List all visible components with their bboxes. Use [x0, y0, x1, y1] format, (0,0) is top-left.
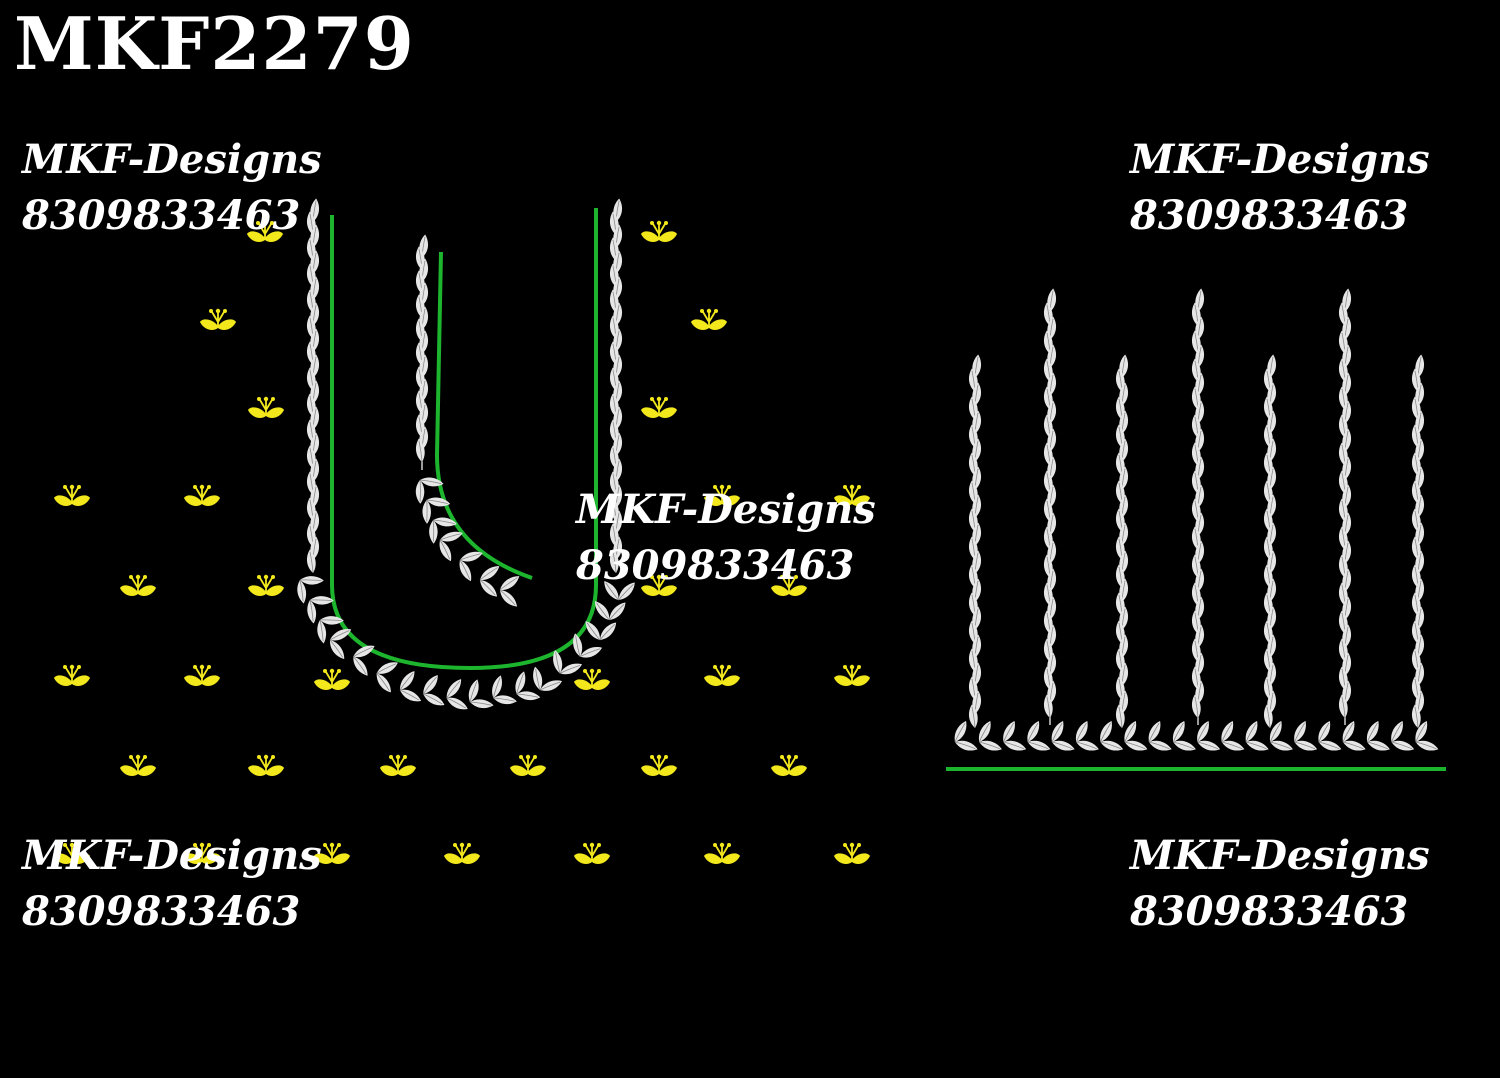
watermark-phone: 8309833463: [576, 542, 855, 589]
leaf-icon: [439, 529, 464, 544]
leaf-icon: [1037, 693, 1059, 719]
watermark-phone: 8309833463: [22, 192, 301, 239]
leaf-icon: [1257, 703, 1279, 729]
leaf-icon: [418, 674, 444, 696]
leaf-icon: [1239, 720, 1264, 744]
leaf-icon: [1384, 720, 1410, 744]
yellow-flower-motif-icon: [703, 663, 741, 687]
leaf-icon: [394, 670, 420, 692]
leaf-icon: [409, 437, 431, 463]
leaf-icon: [1185, 693, 1207, 719]
watermark-bottom-right: MKF-Designs 8309833463: [1130, 836, 1430, 932]
leaf-icon: [438, 538, 452, 563]
leaf-icon: [375, 670, 392, 696]
leaf-icon: [584, 618, 602, 643]
leaf-icon: [1312, 720, 1337, 744]
outer-neckline: [330, 208, 598, 671]
leaf-icon: [579, 646, 603, 659]
yellow-flower-motif-icon: [119, 573, 157, 597]
leaf-icon: [948, 720, 973, 744]
leaf-icon: [300, 548, 322, 574]
yellow-flower-motif-icon: [183, 663, 221, 687]
yellow-flower-motif-icon: [640, 753, 678, 777]
leaf-icon: [1336, 720, 1361, 744]
watermark-top-right: MKF-Designs 8309833463: [1130, 140, 1430, 236]
watermark-top-left: MKF-Designs 8309833463: [22, 140, 322, 236]
leaf-icon: [1142, 720, 1167, 744]
inner-neckline: [434, 251, 533, 580]
leaf-icon: [508, 670, 532, 695]
yellow-flower-motif-icon: [119, 753, 157, 777]
leaf-icon: [1409, 720, 1434, 744]
leaf-icon: [352, 653, 369, 679]
yellow-flower-motif-icon: [690, 307, 728, 331]
leaf-vines: [293, 197, 1440, 758]
leaf-icon: [1215, 720, 1240, 744]
yellow-flower-motif-icon: [313, 667, 351, 691]
yellow-flower-motif-icon: [247, 395, 285, 419]
leaf-icon: [485, 674, 509, 699]
design-code: MKF2279: [14, 1, 415, 86]
watermark-name: MKF-Designs: [1130, 136, 1430, 183]
leaf-icon: [459, 549, 484, 564]
leaf-icon: [996, 720, 1022, 744]
leaf-icon: [1069, 720, 1095, 744]
leaf-icon: [328, 637, 346, 662]
yellow-flower-motif-icon: [443, 841, 481, 865]
leaf-icon: [375, 661, 400, 675]
leaf-icon: [593, 598, 611, 623]
yellow-flower-motif-icon: [833, 663, 871, 687]
leaf-icon: [458, 558, 472, 583]
watermark-phone: 8309833463: [1130, 888, 1409, 935]
yellow-flower-motif-icon: [573, 667, 611, 691]
leaf-icon: [1190, 720, 1216, 744]
yellow-flower-motif-icon: [379, 753, 417, 777]
watermark-name: MKF-Designs: [22, 832, 322, 879]
watermark-name: MKF-Designs: [22, 136, 322, 183]
leaf-icon: [441, 678, 467, 700]
yellow-flower-motif-icon: [770, 753, 808, 777]
yellow-flower-motif-icon: [573, 841, 611, 865]
yellow-flower-motif-icon: [247, 753, 285, 777]
yellow-flower-motif-icon: [183, 483, 221, 507]
leaf-icon: [1360, 720, 1386, 744]
watermark-center: MKF-Designs 8309833463: [576, 490, 876, 586]
yellow-flower-motif-icon: [833, 841, 871, 865]
leaf-icon: [1021, 720, 1046, 744]
yellow-flower-motif-icon: [53, 483, 91, 507]
leaf-icon: [559, 663, 583, 675]
leaf-icon: [1109, 703, 1131, 729]
watermark-name: MKF-Designs: [576, 486, 876, 533]
yellow-flower-motif-icon: [509, 753, 547, 777]
watermark-name: MKF-Designs: [1130, 832, 1430, 879]
leaf-icon: [1093, 720, 1119, 744]
yellow-flower-motif-icon: [53, 663, 91, 687]
yellow-flower-motif-icon: [640, 395, 678, 419]
leaf-icon: [477, 565, 503, 582]
leaf-icon: [462, 678, 486, 703]
leaf-icon: [497, 575, 523, 592]
yellow-flower-motif-icon: [247, 573, 285, 597]
yellow-flower-motif-icon: [199, 307, 237, 331]
leaf-icon: [1332, 693, 1354, 719]
leaf-icon: [1166, 720, 1192, 744]
leaf-icon: [1287, 720, 1313, 744]
yellow-flower-motif-icon: [703, 841, 741, 865]
leaf-icon: [539, 679, 563, 692]
watermark-phone: 8309833463: [1130, 192, 1409, 239]
watermark-phone: 8309833463: [22, 888, 301, 935]
watermark-bottom-left: MKF-Designs 8309833463: [22, 836, 322, 932]
yellow-flower-motif-icon: [640, 219, 678, 243]
